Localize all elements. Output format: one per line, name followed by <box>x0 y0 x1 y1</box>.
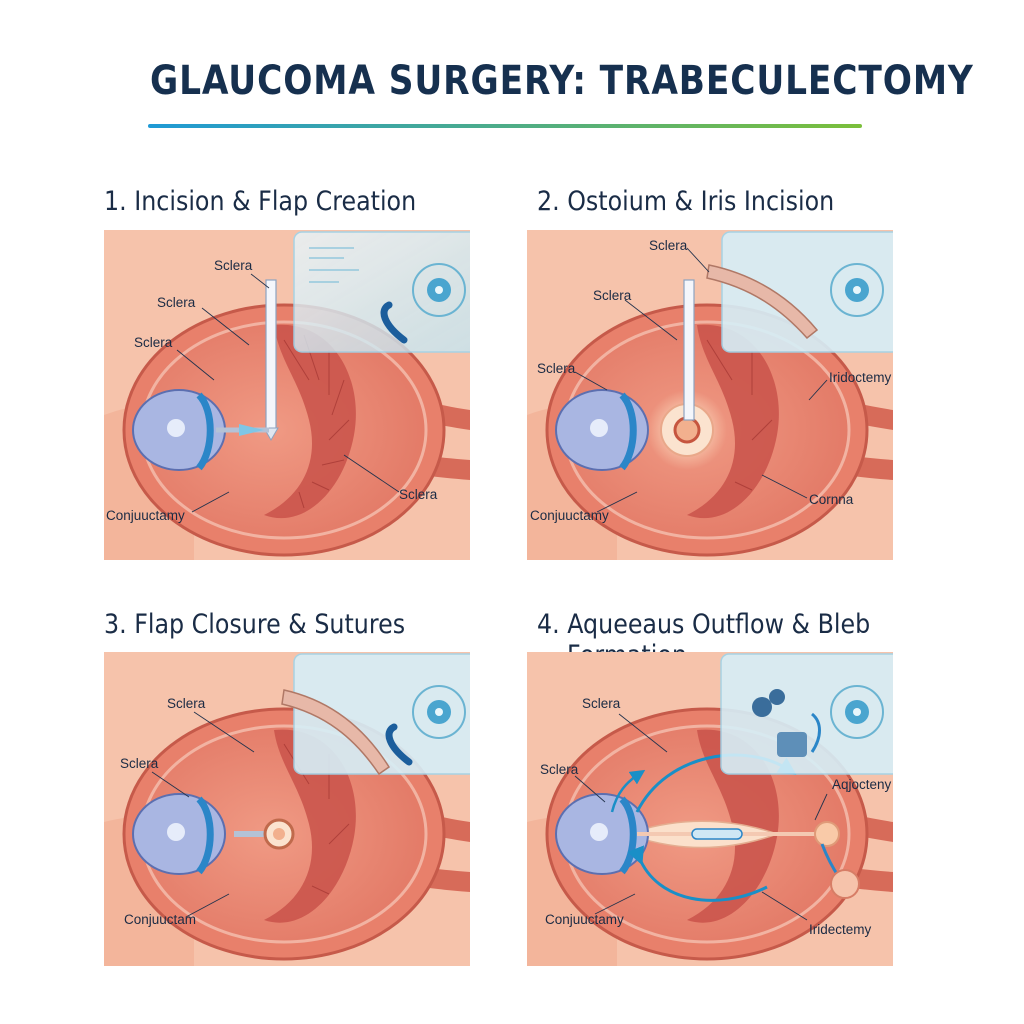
panel-4-label-aqueous: Aqjocteny <box>832 777 892 792</box>
panel-4-illustration: Sclera Sclera Aqjocteny Conjuuctamy Irid… <box>527 652 893 966</box>
panel-4-label-sclera-left: Sclera <box>540 762 579 777</box>
panel-2-eye-diagram <box>527 230 893 560</box>
panel-1-illustration: Sclera Sclera Sclera Sclera Conjuuctamy <box>104 230 470 560</box>
title-underline <box>148 124 862 128</box>
panel-4-eye-diagram <box>527 652 893 966</box>
panel-1-label-sclera-right: Sclera <box>399 487 438 502</box>
panel-3-eye-diagram <box>104 652 470 966</box>
panel-3-label-sclera-top: Sclera <box>167 696 206 711</box>
panel-1-label-sclera-left: Sclera <box>134 335 173 350</box>
panel-3-heading: 3. Flap Closure & Sutures <box>104 609 406 640</box>
panel-1-label-sclera-top: Sclera <box>214 258 253 273</box>
panel-2-label-sclera-top: Sclera <box>649 238 688 253</box>
panel-4-label-conjunctiva: Conjuuctamy <box>545 912 624 927</box>
panel-3-label-conjunctiva: Conjuuctam <box>124 912 197 927</box>
panel-4-label-iridectomy: Iridectemy <box>809 922 872 937</box>
panel-3-illustration: Sclera Sclera Conjuuctam <box>104 652 470 966</box>
page-title: GLAUCOMA SURGERY: TRABECULECTOMY <box>150 58 974 104</box>
panel-2-label-cornea: Cornna <box>809 492 854 507</box>
panel-1-label-conjunctiva: Conjuuctamy <box>106 508 185 523</box>
panel-1-heading: 1. Incision & Flap Creation <box>104 186 417 217</box>
panel-1-eye-diagram <box>104 230 470 560</box>
panel-2-heading: 2. Ostoium & Iris Incision <box>537 186 835 217</box>
panel-2-label-iridectomy: Iridoctemy <box>829 370 892 385</box>
panel-4-label-sclera-top: Sclera <box>582 696 621 711</box>
panel-4-heading-line1: 4. Aqueeaus Outflow & Bleb <box>537 609 871 640</box>
panel-2-label-sclera-upper: Sclera <box>593 288 632 303</box>
panel-2-illustration: Sclera Sclera Sclera Iridoctemy Cornna C… <box>527 230 893 560</box>
panel-3-label-sclera-left: Sclera <box>120 756 159 771</box>
panel-1-label-sclera-upper: Sclera <box>157 295 196 310</box>
panel-2-label-sclera-left: Sclera <box>537 361 576 376</box>
panel-2-label-conjunctiva: Conjuuctamy <box>530 508 609 523</box>
